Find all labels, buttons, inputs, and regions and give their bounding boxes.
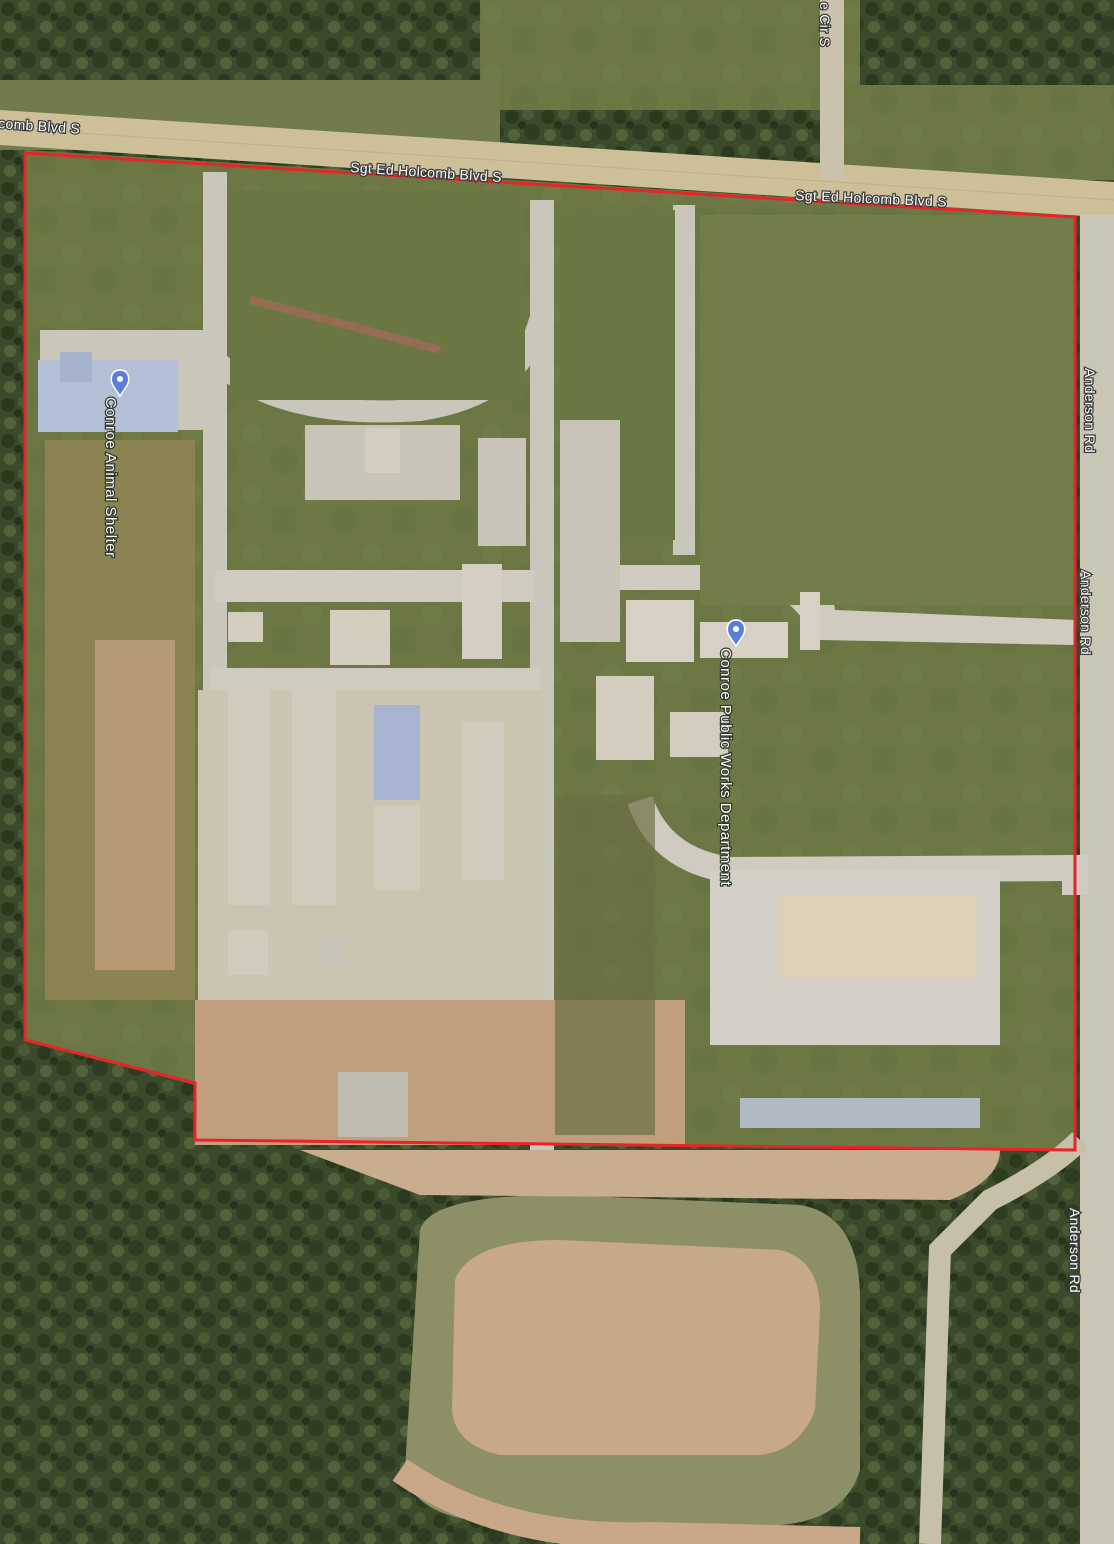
shed-long[interactable] <box>462 722 504 880</box>
building[interactable] <box>374 805 420 890</box>
road-south-curve <box>919 1132 1088 1544</box>
storage-shed[interactable] <box>740 1098 980 1128</box>
grass-block <box>230 190 525 400</box>
poi-label-animal-shelter[interactable]: Conroe Animal Shelter <box>101 396 121 559</box>
property-boundary <box>23 151 1077 1152</box>
building[interactable] <box>462 564 502 659</box>
building[interactable] <box>330 610 390 665</box>
field <box>480 0 860 110</box>
parking-lot <box>478 438 526 546</box>
building[interactable] <box>626 600 694 662</box>
south-dirt-road <box>300 1150 1000 1200</box>
salvage-area <box>555 795 655 1135</box>
building[interactable] <box>228 612 263 642</box>
building[interactable] <box>365 428 400 473</box>
building[interactable] <box>318 935 348 968</box>
building[interactable] <box>800 592 820 650</box>
building[interactable] <box>338 1072 408 1137</box>
blue-roof-building[interactable] <box>374 705 420 800</box>
shed-long[interactable] <box>228 690 270 905</box>
road-label-cir: e Cir S <box>817 2 833 47</box>
warehouse[interactable] <box>778 895 978 980</box>
building[interactable] <box>228 930 268 975</box>
field <box>840 85 1114 180</box>
building[interactable] <box>596 676 654 760</box>
shed-long[interactable] <box>292 690 336 905</box>
map-pin-icon[interactable] <box>726 619 746 648</box>
road-label-anderson-3: Anderson Rd <box>1067 1208 1083 1293</box>
internal-road-east <box>673 205 695 555</box>
grass-field-east <box>700 215 1075 605</box>
road-label-anderson-2: Anderson Rd <box>1078 570 1094 655</box>
road-label-anderson-1: Anderson Rd <box>1082 368 1098 453</box>
detention-pond <box>452 1240 820 1455</box>
dirt-patch <box>95 640 175 970</box>
poi-label-public-works[interactable]: Conroe Public Works Department <box>716 647 736 888</box>
building[interactable] <box>670 712 728 757</box>
map-pin-icon[interactable] <box>110 369 130 398</box>
road-cir-s[interactable] <box>820 0 844 180</box>
